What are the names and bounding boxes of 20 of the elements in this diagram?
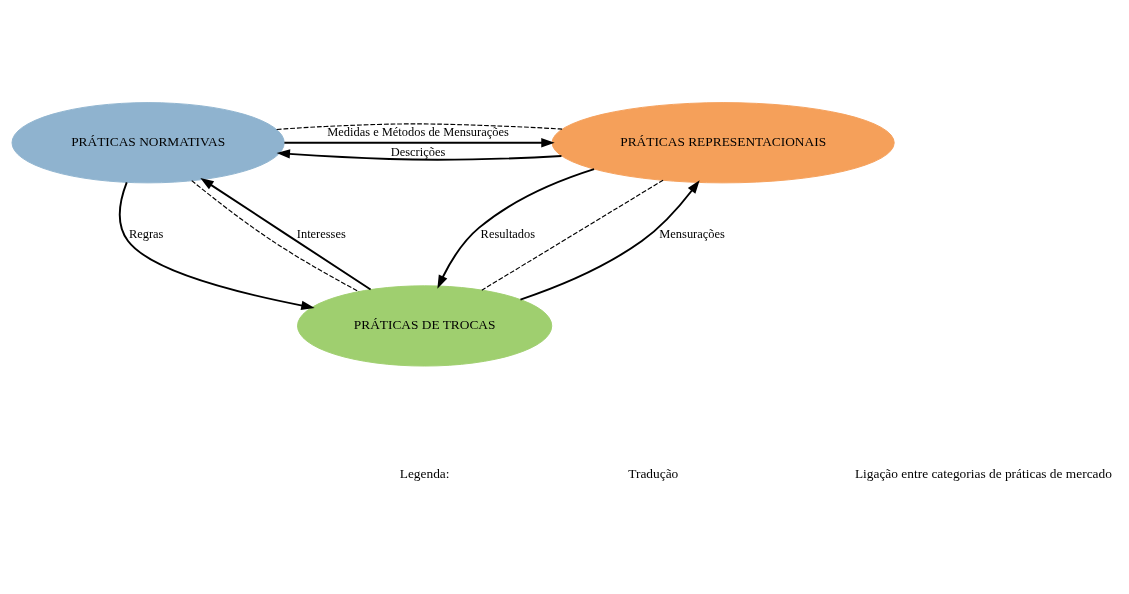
arrow <box>437 168 596 289</box>
connector <box>191 180 360 293</box>
arrow <box>283 138 555 148</box>
node-ellipse: PRÁTICAS NORMATIVAS <box>11 102 285 184</box>
edge-label: Resultados <box>480 226 536 241</box>
edge-label: Mensurações <box>659 226 725 241</box>
legend-label: Ligação entre categorias de práticas de mercado <box>854 465 1112 481</box>
edge-label: Medidas e Métodos de Mensurações <box>327 125 509 140</box>
connector <box>276 123 563 131</box>
arrow <box>276 149 563 161</box>
connector <box>481 179 664 291</box>
arrow <box>519 180 700 301</box>
edge-label: Descrições <box>390 144 446 159</box>
arrow <box>200 177 372 291</box>
arrow <box>118 181 315 311</box>
edge-label: Interesses <box>296 226 346 241</box>
label: Legenda: <box>399 465 450 481</box>
edge-label: Regras <box>128 226 164 241</box>
node-ellipse: PRÁTICAS REPRESENTACIONAIS <box>551 102 895 184</box>
legend-label: Tradução <box>628 465 679 481</box>
